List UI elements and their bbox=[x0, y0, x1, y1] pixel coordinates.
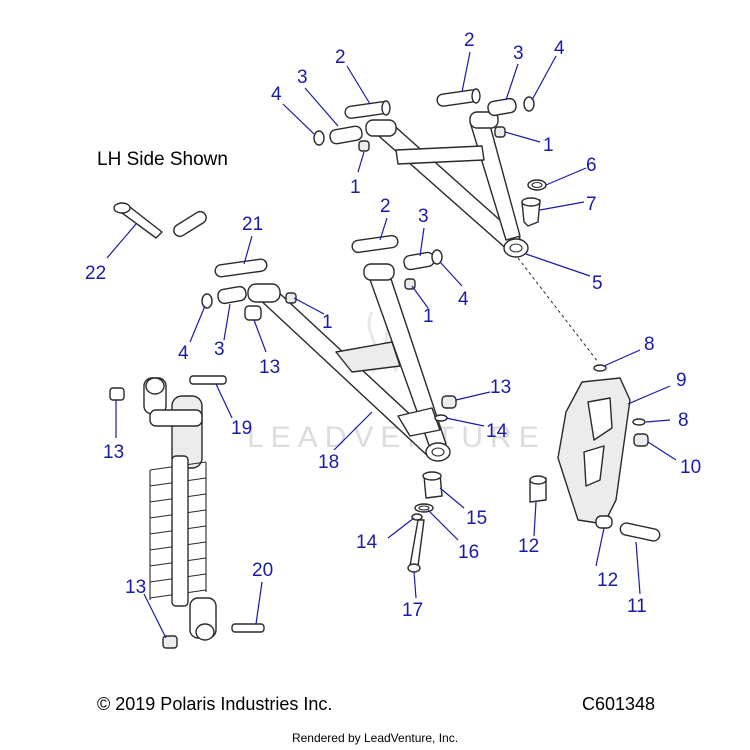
callout-1-upper-right: 1 bbox=[543, 135, 554, 156]
callout-22: 22 bbox=[85, 263, 106, 284]
callout-4-lower-right: 4 bbox=[458, 289, 469, 310]
upper-pivot-hardware bbox=[313, 88, 535, 152]
steering-knuckle bbox=[557, 364, 649, 525]
pivot-tube-loose bbox=[173, 210, 207, 238]
callout-13-arm: 13 bbox=[259, 357, 280, 378]
rendered-by-text: Rendered by LeadVenture, Inc. bbox=[291, 731, 459, 745]
callout-20: 20 bbox=[252, 560, 273, 581]
callout-9: 9 bbox=[676, 370, 687, 391]
callout-16: 16 bbox=[458, 542, 479, 563]
shock-hardware bbox=[109, 375, 265, 649]
callout-8-top: 8 bbox=[644, 334, 655, 355]
callout-13-shock-bottom: 13 bbox=[125, 577, 146, 598]
upper-a-arm bbox=[365, 111, 529, 258]
callout-2-upper-right: 2 bbox=[464, 30, 475, 51]
knuckle-hardware bbox=[529, 475, 661, 542]
nuts-washers-right bbox=[434, 395, 457, 422]
leader-lines bbox=[106, 51, 677, 639]
callout-4-lower-left: 4 bbox=[178, 343, 189, 364]
callout-15: 15 bbox=[466, 508, 487, 529]
watermark: LEADVENTURE bbox=[247, 421, 546, 454]
callout-12-left: 12 bbox=[518, 536, 539, 557]
callout-13-shock-top: 13 bbox=[103, 442, 124, 463]
callout-19: 19 bbox=[231, 418, 252, 439]
callout-1-upper-left: 1 bbox=[350, 177, 361, 198]
callout-3-upper-left: 3 bbox=[297, 67, 308, 88]
lower-ball-joint bbox=[407, 471, 443, 573]
bolt-22 bbox=[113, 202, 163, 239]
lower-pivot-hardware bbox=[201, 234, 443, 321]
callout-12-right: 12 bbox=[597, 570, 618, 591]
callout-1-lower-right: 1 bbox=[423, 306, 434, 327]
callout-21: 21 bbox=[242, 214, 263, 235]
ball-joint-parts bbox=[521, 179, 547, 227]
callout-14-right: 14 bbox=[486, 421, 508, 442]
callout-8-side: 8 bbox=[678, 410, 689, 431]
callout-11: 11 bbox=[627, 596, 647, 617]
callout-13-right: 13 bbox=[490, 377, 511, 398]
side-note: LH Side Shown bbox=[97, 149, 228, 170]
copyright-text: © 2019 Polaris Industries Inc. bbox=[97, 694, 333, 714]
shock-absorber bbox=[143, 377, 217, 641]
callout-4-upper-right: 4 bbox=[554, 38, 565, 59]
callout-7: 7 bbox=[586, 194, 597, 215]
callout-2-upper-left: 2 bbox=[335, 47, 346, 68]
callout-3-upper-right: 3 bbox=[513, 43, 524, 64]
callout-6: 6 bbox=[586, 155, 597, 176]
diagram-id: C601348 bbox=[582, 694, 656, 714]
callout-3-lower-right: 3 bbox=[418, 206, 429, 227]
callout-2-lower: 2 bbox=[380, 196, 391, 217]
callout-5: 5 bbox=[592, 273, 603, 294]
callout-4-upper-left: 4 bbox=[271, 84, 282, 105]
callout-1-lower-left: 1 bbox=[322, 312, 333, 333]
callout-3-lower-left: 3 bbox=[214, 339, 225, 360]
callout-10: 10 bbox=[680, 457, 701, 478]
callout-18: 18 bbox=[318, 452, 339, 473]
callout-numbers: 2 2 3 3 4 4 1 1 6 7 5 22 21 2 3 4 1 1 4 … bbox=[85, 30, 701, 621]
callout-14-lower: 14 bbox=[356, 532, 378, 553]
callout-17: 17 bbox=[402, 600, 423, 621]
lower-a-arm bbox=[247, 263, 451, 462]
